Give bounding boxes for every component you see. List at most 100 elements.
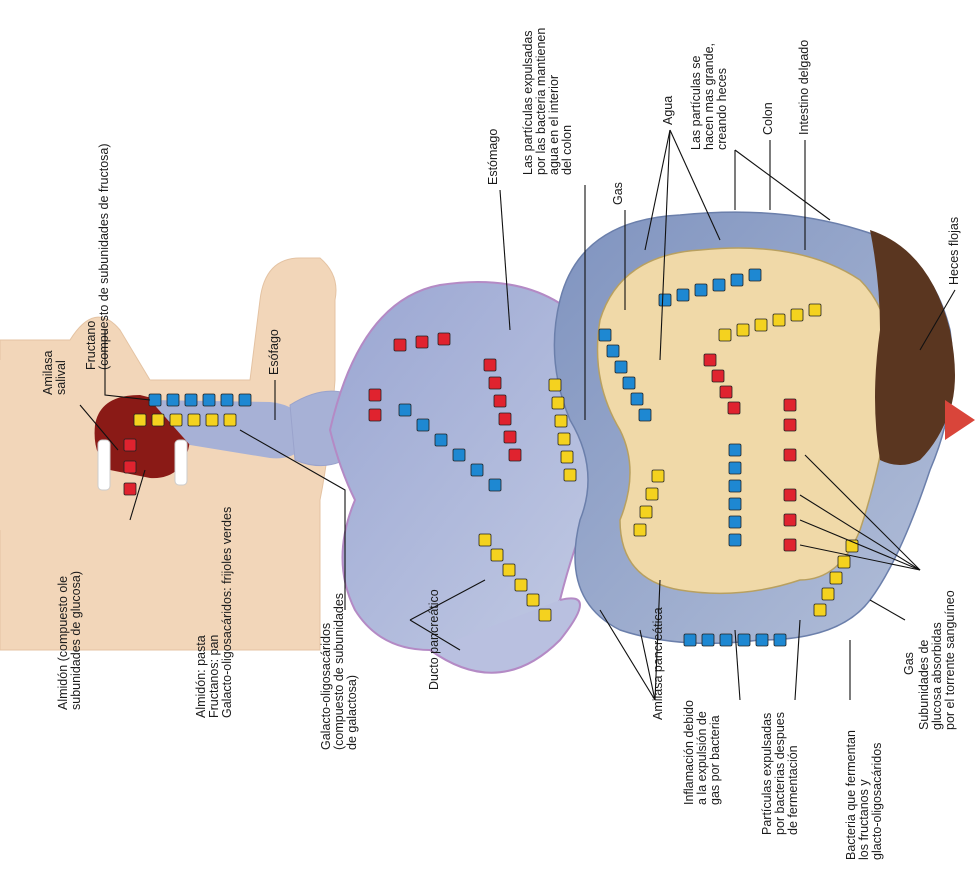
fructan-subunit [185,394,197,406]
label-heces: Heces flojas [947,217,961,285]
label-subunidades: Subunidades deglucosa absorbidaspor el t… [917,590,957,730]
label-gas-bottom: Gas [902,652,916,675]
label-bacteria-fermentan: Bacteria que fermentanlos fructanos ygla… [844,730,884,860]
galacto-subunit [491,549,503,561]
starch-subunit [369,409,381,421]
galacto-subunit [134,414,146,426]
label-line: salival [54,360,68,395]
starch-subunit [720,386,732,398]
galacto-subunit [737,324,749,336]
starch-subunit [728,402,740,414]
upper-teeth [98,440,110,490]
label-line: gas por bacteria [708,715,722,805]
galacto-subunit [814,604,826,616]
fructan-subunit [599,329,611,341]
galacto-subunit [838,556,850,568]
fructan-subunit [756,634,768,646]
starch-subunit [499,413,511,425]
label-line: Intestino delgado [797,40,811,135]
label-esofago: Esófago [267,329,281,375]
label-line: de galactosa) [345,675,359,750]
label-line: creando heces [715,68,729,150]
label-agua: Agua [661,96,675,125]
galacto-subunit [515,579,527,591]
starch-subunit [124,439,136,451]
label-line: Galacto-oligosacáridos: frijoles verdes [220,507,234,718]
fructan-subunit [720,634,732,646]
galacto-subunit [549,379,561,391]
starch-subunit [494,395,506,407]
galacto-subunit [206,414,218,426]
label-estomago: Estómago [486,129,500,185]
label-line: Galacto-oligosacáridos [319,623,333,750]
label-line: hacen mas grande, [702,43,716,150]
label-fructano: Fructano(compuesto de subunidades de fru… [84,143,111,370]
galacto-subunit [646,488,658,500]
label-line: Subunidades de [917,640,931,730]
galacto-subunit [634,524,646,536]
galacto-subunit [640,506,652,518]
label-line: Gas [611,182,625,205]
galacto-subunit [564,469,576,481]
label-line: a la expulsión de [695,711,709,805]
galacto-subunit [555,415,567,427]
label-inflamacion: Inflamación debidoa la expulsión degas p… [682,700,722,805]
galacto-subunit [503,564,515,576]
starch-subunit [509,449,521,461]
label-line: los fructanos y [857,779,871,860]
starch-subunit [484,359,496,371]
galacto-subunit [773,314,785,326]
fructan-subunit [659,294,671,306]
label-line: Almidón (compuesto ole [56,576,70,710]
label-line: (compuesto de subunidades [332,593,346,750]
label-gas-top: Gas [611,182,625,205]
starch-subunit [124,461,136,473]
galacto-subunit [527,594,539,606]
label-line: subunidades de glucosa) [69,571,83,710]
starch-subunit [369,389,381,401]
fructan-subunit [749,269,761,281]
starch-subunit [416,336,428,348]
galacto-subunit [558,433,570,445]
label-line: Esófago [267,329,281,375]
label-line: por bacterias despues [773,712,787,835]
fructan-subunit [684,634,696,646]
starch-subunit [712,370,724,382]
galacto-subunit [791,309,803,321]
fructan-subunit [702,634,714,646]
galacto-subunit [561,451,573,463]
galacto-subunit [170,414,182,426]
galacto-subunit [224,414,236,426]
fructan-subunit [239,394,251,406]
label-almidon: Almidón (compuesto olesubunidades de glu… [56,571,83,710]
label-particulas-fermentacion: Partículas expulsadaspor bacterias despu… [760,712,800,835]
fructan-subunit [149,394,161,406]
label-line: por las bacteria mantienen [534,28,548,175]
fructan-subunit [417,419,429,431]
starch-subunit [784,399,796,411]
starch-subunit [784,449,796,461]
fructan-subunit [731,274,743,286]
starch-subunit [704,354,716,366]
fructan-subunit [607,345,619,357]
fructan-subunit [729,498,741,510]
label-colon: Colon [761,102,775,135]
fructan-subunit [631,393,643,405]
fructan-subunit [639,409,651,421]
starch-subunit [784,539,796,551]
fructan-subunit [221,394,233,406]
fructan-subunit [774,634,786,646]
starch-subunit [784,489,796,501]
galacto-subunit [188,414,200,426]
label-line: de fermentación [786,745,800,835]
label-line: Fructanos: pan [207,635,221,718]
fructan-subunit [729,516,741,528]
label-line: glacto-oligosacáridos [870,743,884,860]
fructan-subunit [399,404,411,416]
label-line: Las partículas se [689,55,703,150]
label-line: Agua [661,96,675,125]
label-line: Amilasa [41,350,55,395]
label-intestino: Intestino delgado [797,40,811,135]
label-line: glucosa absorbidas [930,622,944,730]
